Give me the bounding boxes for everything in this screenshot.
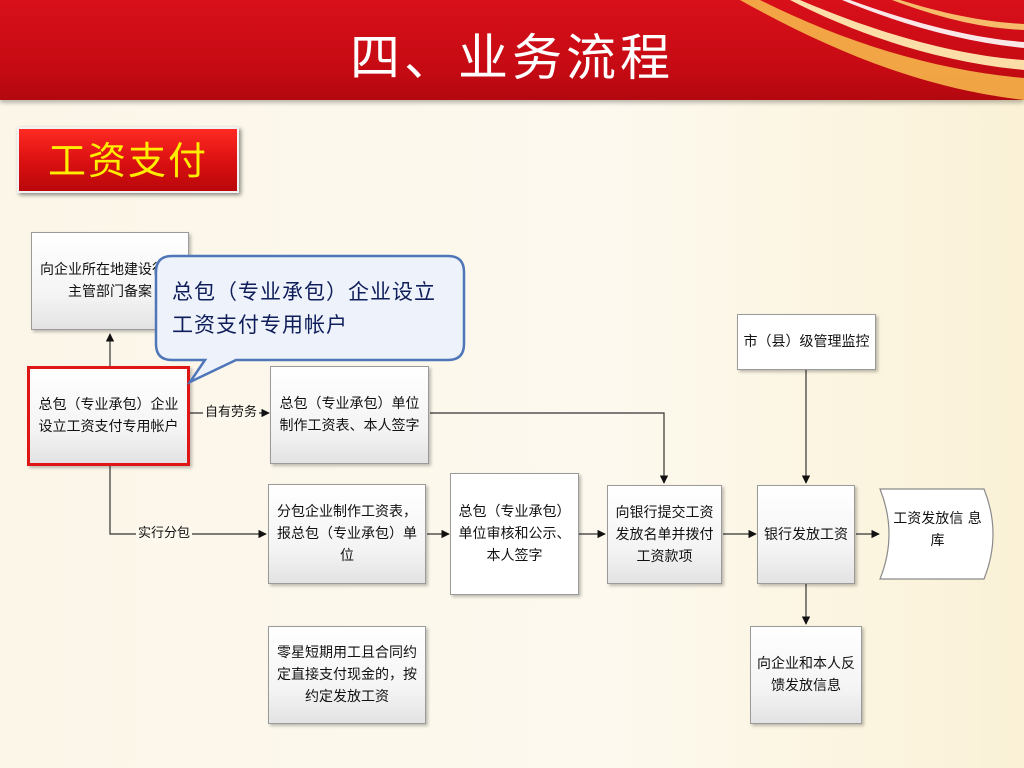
edge-account-to-payroll-sub (109, 466, 267, 539)
node-bank-pay: 银行发放工资 (757, 485, 855, 584)
edge-label-subcontract: 实行分包 (136, 526, 193, 542)
slide-header: 四、业务流程 (0, 0, 1024, 100)
database-shape (879, 488, 994, 580)
node-database-label: 工资发放信 息 库 (893, 511, 982, 549)
node-account: 总包（专业承包）企业设立工资支付专用帐户 (27, 366, 190, 466)
edge-label-self-labor: 自有劳务 (203, 405, 260, 421)
header-decoration (740, 0, 1024, 100)
edge-payroll-self-to-bank-submit (430, 412, 669, 484)
node-feedback: 向企业和本人反馈发放信息 (750, 626, 862, 724)
node-payroll-sub: 分包企业制作工资表，报总包（专业承包）单位 (268, 484, 426, 584)
node-payroll-self: 总包（专业承包）单位制作工资表、本人签字 (270, 366, 429, 464)
section-label: 工资支付 (17, 127, 239, 193)
callout-text: 总包（专业承包）企业设立工资支付专用帐户 (172, 280, 436, 337)
node-casual: 零星短期用工且合同约定直接支付现金的，按约定发放工资 (268, 626, 426, 724)
node-submit-bank: 向银行提交工资发放名单并拨付工资款项 (607, 485, 722, 584)
node-monitor: 市（县）级管理监控 (737, 314, 876, 370)
node-review: 总包（专业承包）单位审核和公示、本人签字 (450, 473, 579, 595)
page-title: 四、业务流程 (350, 29, 674, 87)
